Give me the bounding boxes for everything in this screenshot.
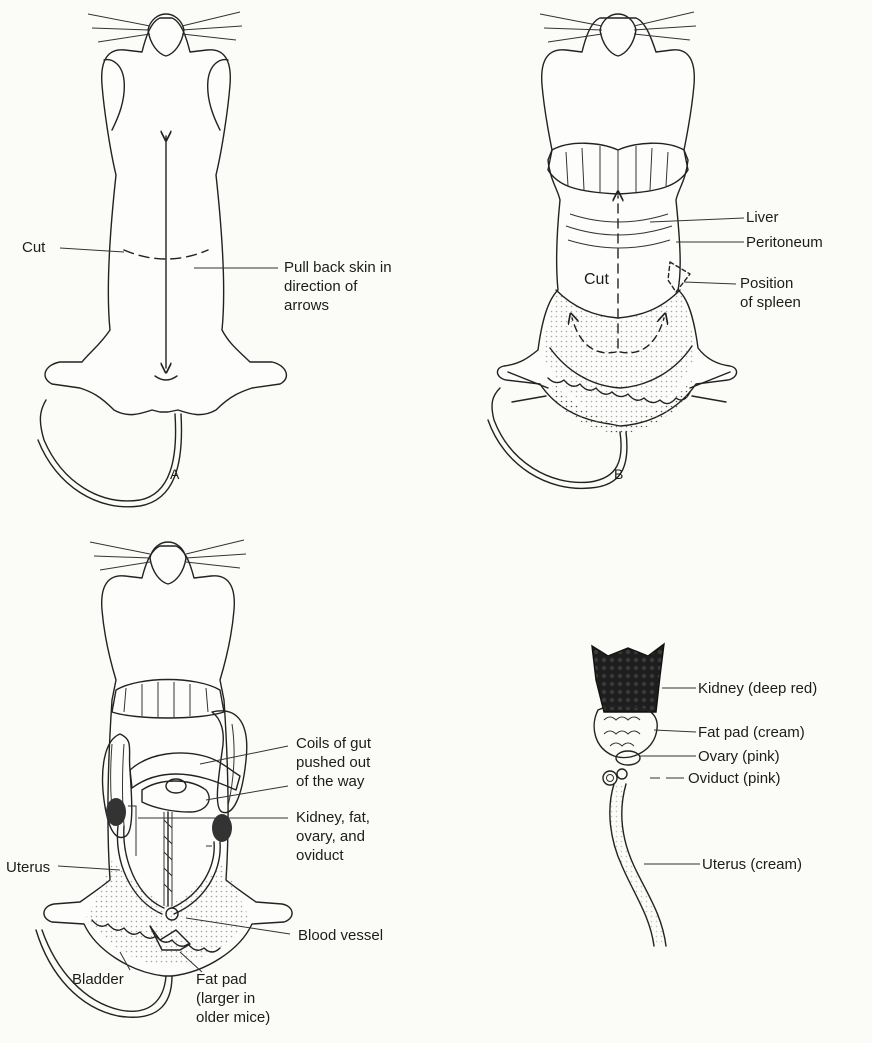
label-uterus-c: Uterus [6, 858, 50, 877]
label-spleen: Position of spleen [740, 274, 860, 312]
mouse-b [488, 12, 744, 488]
label-pull-back-skin: Pull back skin in direction of arrows [284, 258, 444, 315]
label-kidney-fat-ovary-oviduct: Kidney, fat, ovary, and oviduct [296, 808, 436, 865]
label-oviduct-pink: Oviduct (pink) [688, 769, 781, 788]
label-ovary-pink: Ovary (pink) [698, 747, 780, 766]
mouse-a [38, 12, 286, 507]
label-coils-of-gut: Coils of gut pushed out of the way [296, 734, 436, 791]
label-cut-a: Cut [22, 238, 45, 257]
label-blood-vessel: Blood vessel [298, 926, 383, 945]
caption-b: B [614, 466, 623, 482]
label-fat-pad-c: Fat pad (larger in older mice) [196, 970, 326, 1027]
label-peritoneum: Peritoneum [746, 233, 823, 252]
label-liver: Liver [746, 208, 779, 227]
caption-a: A [170, 466, 179, 482]
organ-detail [592, 644, 700, 946]
label-bladder: Bladder [72, 970, 124, 989]
label-cut-b: Cut [584, 270, 609, 289]
label-fat-pad-cream: Fat pad (cream) [698, 723, 805, 742]
mouse-c [36, 540, 292, 1017]
label-uterus-cream: Uterus (cream) [702, 855, 802, 874]
label-kidney-deep-red: Kidney (deep red) [698, 679, 817, 698]
